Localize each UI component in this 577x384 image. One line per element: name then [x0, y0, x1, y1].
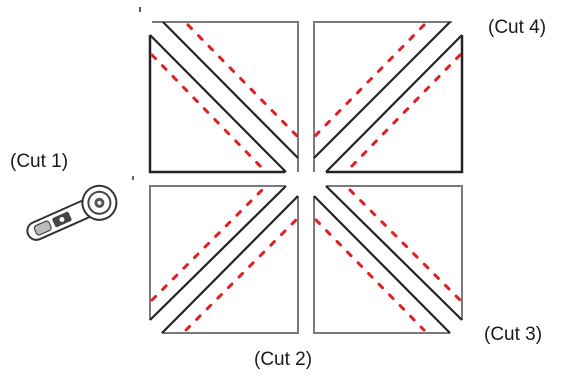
cut-line: [186, 23, 300, 139]
cut-line: [314, 218, 426, 332]
cut-3-label: (Cut 3): [484, 324, 543, 345]
cut-4-label: (Cut 4): [488, 17, 547, 38]
square-top-left: [148, 21, 300, 174]
cut-2-label: (Cut 2): [254, 349, 313, 370]
cut-line: [348, 53, 462, 170]
cut-line: [150, 53, 264, 170]
cut-line: [150, 188, 264, 302]
cut-line: [312, 23, 426, 139]
cut-line: [184, 218, 298, 332]
artifact-mark: [139, 7, 141, 12]
cut-line: [348, 188, 462, 302]
square-top-right: [312, 21, 464, 174]
rotary-cutter-icon: [26, 184, 118, 241]
square-bottom-left: [149, 185, 299, 334]
cut-1-label: (Cut 1): [10, 151, 69, 172]
artifact-mark: [132, 176, 134, 180]
square-bottom-right: [313, 185, 463, 334]
